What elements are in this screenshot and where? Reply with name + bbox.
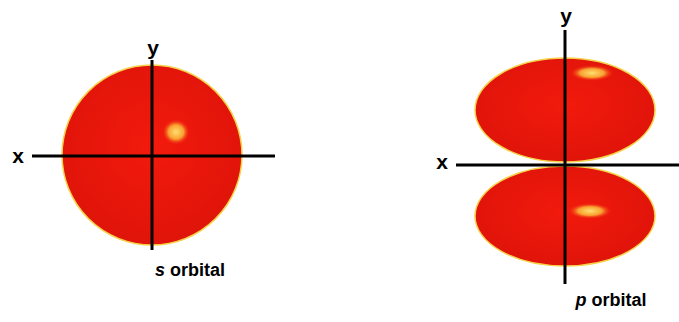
y-axis xyxy=(151,60,154,250)
axis-label: y xyxy=(147,37,159,58)
y-axis xyxy=(564,30,567,284)
x-axis xyxy=(456,164,679,167)
orbital-caption: p orbital xyxy=(575,291,646,309)
axis-label: y xyxy=(560,5,572,26)
highlight xyxy=(162,119,190,145)
axis-label: x xyxy=(12,145,24,166)
axis-label: x xyxy=(436,151,448,172)
highlight xyxy=(570,65,614,81)
highlight xyxy=(568,203,612,219)
orbital-caption: s orbital xyxy=(155,261,225,279)
